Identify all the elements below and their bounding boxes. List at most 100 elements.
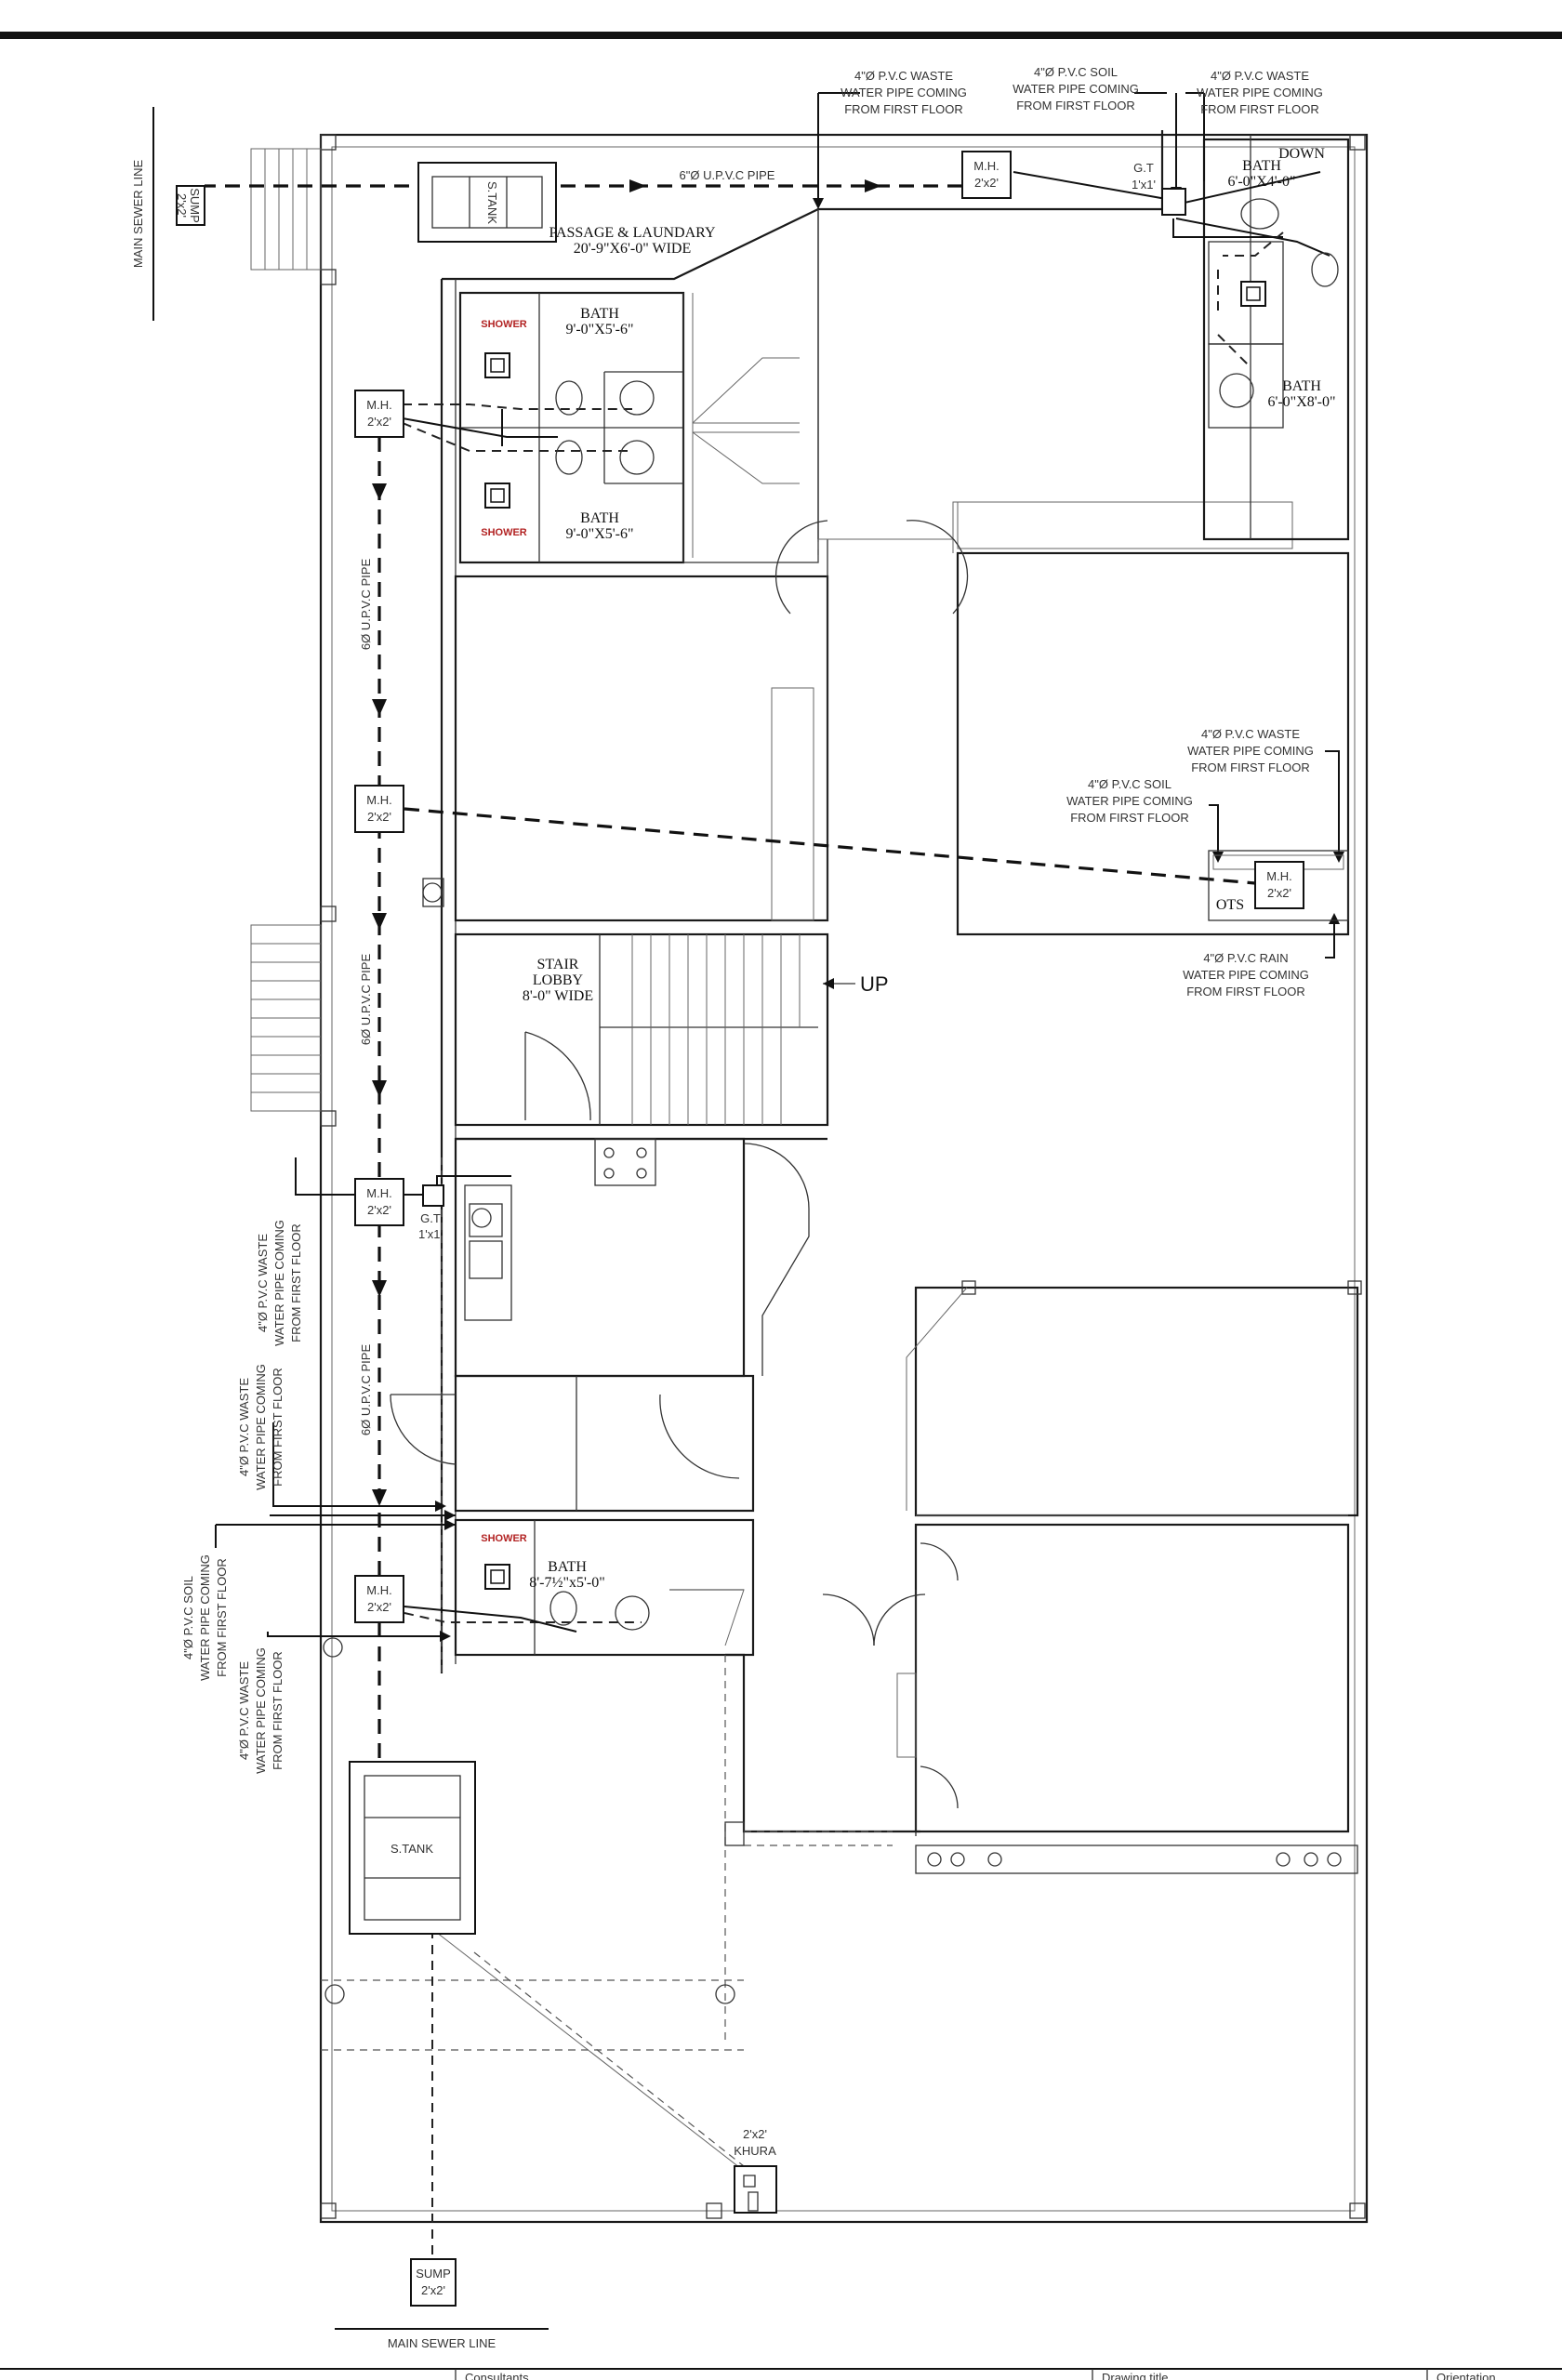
note-rain-right: 4"Ø P.V.C RAIN WATER PIPE COMING FROM FI…: [1183, 951, 1309, 998]
manhole-top: M.H. 2'x2': [961, 151, 1012, 199]
svg-text:BATH: BATH: [580, 510, 619, 526]
gully-trap-kitchen: G.T 1'x1': [418, 1184, 444, 1241]
svg-text:6Ø U.P.V.C PIPE: 6Ø U.P.V.C PIPE: [359, 954, 373, 1046]
svg-text:BATH: BATH: [1242, 158, 1281, 174]
svg-text:WATER PIPE COMING: WATER PIPE COMING: [254, 1364, 268, 1490]
manhole-3: M.H. 2'x2': [354, 1178, 404, 1226]
manhole-ots: M.H. 2'x2': [1254, 861, 1304, 909]
svg-text:9'-0"X5'-6": 9'-0"X5'-6": [565, 526, 633, 542]
svg-text:FROM FIRST FLOOR: FROM FIRST FLOOR: [1016, 99, 1135, 112]
svg-text:MAIN SEWER LINE: MAIN SEWER LINE: [131, 160, 145, 269]
svg-text:4"Ø P.V.C RAIN: 4"Ø P.V.C RAIN: [1203, 951, 1288, 965]
svg-text:2'x2': 2'x2': [421, 2283, 445, 2297]
svg-text:BATH: BATH: [548, 1559, 587, 1575]
svg-text:2'x2': 2'x2': [743, 2127, 767, 2141]
manhole-4: M.H. 2'x2': [354, 1575, 404, 1623]
svg-text:G.T: G.T: [1133, 161, 1154, 175]
gully-trap-top: G.T 1'x1': [1132, 161, 1186, 216]
main-sewer-line-top: MAIN SEWER LINE: [131, 107, 154, 321]
svg-text:4"Ø P.V.C WASTE: 4"Ø P.V.C WASTE: [854, 69, 953, 83]
svg-text:2'x2': 2'x2': [367, 1203, 391, 1217]
basin-icon: [615, 198, 1279, 1631]
svg-text:S.TANK: S.TANK: [485, 181, 499, 224]
svg-text:6'-0"X8'-0": 6'-0"X8'-0": [1267, 394, 1335, 410]
svg-text:BATH: BATH: [580, 306, 619, 322]
svg-text:6"Ø U.P.V.C PIPE: 6"Ø U.P.V.C PIPE: [680, 168, 775, 182]
svg-text:FROM FIRST FLOOR: FROM FIRST FLOOR: [1186, 985, 1305, 998]
svg-text:M.H.: M.H.: [366, 1186, 391, 1200]
svg-text:S.TANK: S.TANK: [390, 1842, 433, 1856]
svg-text:M.H.: M.H.: [366, 398, 391, 412]
svg-text:2'x2': 2'x2': [367, 1600, 391, 1614]
note-soil-right-mid: 4"Ø P.V.C SOIL WATER PIPE COMING FROM FI…: [1066, 777, 1193, 825]
manhole-2: M.H. 2'x2': [354, 785, 404, 833]
svg-text:WATER PIPE COMING: WATER PIPE COMING: [841, 86, 967, 99]
svg-text:1'x1': 1'x1': [1132, 178, 1156, 192]
svg-text:BATH: BATH: [1282, 378, 1321, 394]
svg-text:M.H.: M.H.: [366, 1583, 391, 1597]
svg-text:M.H.: M.H.: [1266, 869, 1291, 883]
svg-text:4"Ø P.V.C WASTE: 4"Ø P.V.C WASTE: [256, 1234, 270, 1332]
wc-icon: [549, 252, 1339, 1626]
sump-top-left: SUMP 2'x2': [175, 185, 205, 226]
svg-text:FROM FIRST FLOOR: FROM FIRST FLOOR: [1200, 102, 1319, 116]
svg-text:6'-0"X4'-0": 6'-0"X4'-0": [1227, 174, 1295, 190]
svg-text:8'-0" WIDE: 8'-0" WIDE: [523, 988, 593, 1004]
note-left-v3: 4"Ø P.V.C SOIL WATER PIPE COMING FROM FI…: [181, 1554, 229, 1681]
title-block: Consultants Drawing title Orientation: [0, 2368, 1562, 2380]
svg-text:M.H.: M.H.: [366, 793, 391, 807]
note-soil-top: 4"Ø P.V.C SOIL WATER PIPE COMING FROM FI…: [1013, 65, 1139, 112]
ots-shaft: [1208, 850, 1349, 921]
note-left-v4: 4"Ø P.V.C WASTE WATER PIPE COMING FROM F…: [237, 1647, 285, 1774]
svg-text:20'-9"X6'-0" WIDE: 20'-9"X6'-0" WIDE: [574, 241, 692, 257]
svg-text:4"Ø P.V.C SOIL: 4"Ø P.V.C SOIL: [1034, 65, 1118, 79]
svg-text:G.T: G.T: [420, 1211, 441, 1225]
kitchen-sink-icon: [471, 1208, 492, 1228]
svg-text:8'-7½"x5'-0": 8'-7½"x5'-0": [529, 1575, 604, 1591]
plot-boundary: [319, 133, 1369, 2224]
main-sewer-line-bottom: MAIN SEWER LINE: [335, 2328, 549, 2350]
svg-text:M.H.: M.H.: [973, 159, 999, 173]
svg-text:WATER PIPE COMING: WATER PIPE COMING: [272, 1220, 286, 1346]
svg-text:WATER PIPE COMING: WATER PIPE COMING: [1197, 86, 1323, 99]
svg-text:FROM FIRST FLOOR: FROM FIRST FLOOR: [1191, 760, 1310, 774]
svg-text:4"Ø P.V.C SOIL: 4"Ø P.V.C SOIL: [181, 1576, 195, 1659]
building-walls: [321, 130, 1362, 2051]
svg-text:WATER PIPE COMING: WATER PIPE COMING: [198, 1554, 212, 1681]
svg-text:SUMP: SUMP: [188, 188, 202, 223]
svg-text:Consultants: Consultants: [465, 2371, 529, 2380]
svg-text:2'x2': 2'x2': [367, 810, 391, 824]
svg-text:4"Ø P.V.C WASTE: 4"Ø P.V.C WASTE: [1211, 69, 1309, 83]
svg-text:SUMP: SUMP: [416, 2267, 451, 2281]
svg-text:2'x2': 2'x2': [974, 176, 999, 190]
svg-text:Drawing title: Drawing title: [1102, 2371, 1169, 2380]
note-waste-right-mid: 4"Ø P.V.C WASTE WATER PIPE COMING FROM F…: [1187, 727, 1314, 774]
right-leader-lines: [813, 92, 1344, 959]
svg-text:6Ø U.P.V.C PIPE: 6Ø U.P.V.C PIPE: [359, 559, 373, 651]
svg-text:FROM FIRST FLOOR: FROM FIRST FLOOR: [271, 1651, 285, 1770]
top-border: [0, 32, 1562, 39]
sump-bottom: SUMP 2'x2': [410, 2258, 457, 2307]
note-waste-top-left: 4"Ø P.V.C WASTE WATER PIPE COMING FROM F…: [841, 69, 967, 116]
stair-treads: [631, 934, 801, 1125]
svg-text:WATER PIPE COMING: WATER PIPE COMING: [1183, 968, 1309, 982]
svg-text:MAIN SEWER LINE: MAIN SEWER LINE: [388, 2336, 496, 2350]
svg-text:9'-0"X5'-6": 9'-0"X5'-6": [565, 322, 633, 337]
svg-text:OTS: OTS: [1216, 897, 1244, 913]
svg-text:SHOWER: SHOWER: [481, 527, 527, 538]
left-leader-lines: [215, 1157, 456, 1642]
svg-text:WATER PIPE COMING: WATER PIPE COMING: [254, 1647, 268, 1774]
svg-text:FROM FIRST FLOOR: FROM FIRST FLOOR: [844, 102, 963, 116]
svg-text:FROM FIRST FLOOR: FROM FIRST FLOOR: [1070, 811, 1189, 825]
svg-text:4"Ø P.V.C SOIL: 4"Ø P.V.C SOIL: [1088, 777, 1172, 791]
svg-text:PASSAGE & LAUNDARY: PASSAGE & LAUNDARY: [549, 225, 716, 241]
svg-text:KHURA: KHURA: [734, 2144, 776, 2158]
svg-text:SHOWER: SHOWER: [481, 319, 527, 330]
manhole-1: M.H. 2'x2': [354, 390, 404, 438]
note-waste-top-right: 4"Ø P.V.C WASTE WATER PIPE COMING FROM F…: [1197, 69, 1323, 116]
svg-text:2'x2': 2'x2': [175, 193, 189, 218]
svg-text:6Ø U.P.V.C PIPE: 6Ø U.P.V.C PIPE: [359, 1344, 373, 1436]
svg-text:FROM FIRST FLOOR: FROM FIRST FLOOR: [215, 1558, 229, 1677]
svg-text:2'x2': 2'x2': [1267, 886, 1291, 900]
